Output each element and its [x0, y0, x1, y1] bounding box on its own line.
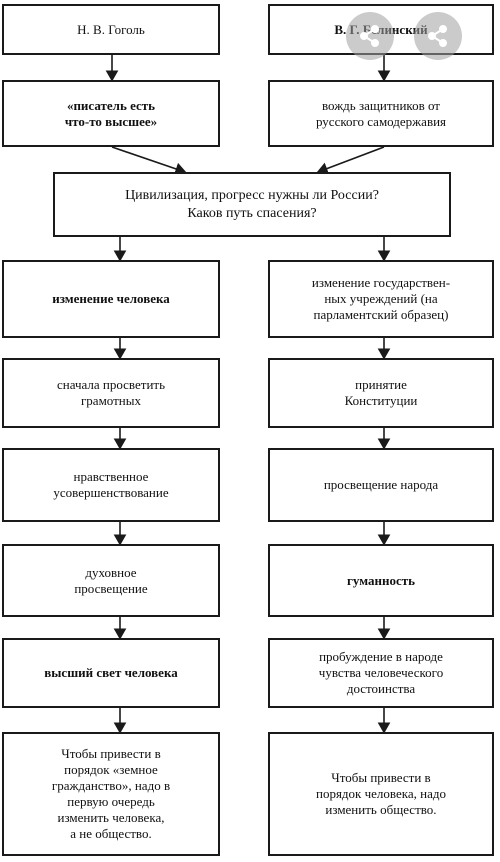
right-step-3-box: просвещение народа: [268, 448, 494, 522]
left-step-5-text: высший свет человека: [44, 665, 178, 680]
right-step-1-box: изменение государствен- ных учреждений (…: [268, 260, 494, 338]
left-step-2-text: сначала просветить грамотных: [56, 377, 166, 408]
left-step-4-box: духовное просвещение: [2, 544, 220, 617]
right-quote-text: вождь защитников от русского самодержави…: [315, 97, 447, 129]
central-question-text: Цивилизация, прогресс нужны ли России? К…: [125, 187, 379, 221]
central-question-box: Цивилизация, прогресс нужны ли России? К…: [53, 172, 451, 237]
share-icon: [360, 25, 379, 47]
share-button-2[interactable]: [414, 12, 462, 60]
left-author-text: Н. В. Гоголь: [77, 21, 145, 37]
left-author-box: Н. В. Гоголь: [2, 4, 220, 55]
right-step-4-text: гуманность: [346, 572, 415, 588]
left-step-1-box: изменение человека: [2, 260, 220, 338]
left-quote-box: «писатель есть что-то высшее»: [2, 80, 220, 147]
right-step-5-text: пробуждение в народе чувства человеческо…: [318, 649, 444, 696]
left-step-1-text: изменение человека: [52, 291, 170, 306]
share-icon: [428, 25, 447, 47]
arrow-right-quote-question: [316, 146, 385, 175]
right-step-5-box: пробуждение в народе чувства человеческо…: [268, 638, 494, 708]
left-step-3-text: нравственное усовершенствование: [53, 469, 169, 500]
right-step-2-box: принятие Конституции: [268, 358, 494, 428]
arrow-left-quote-question: [111, 146, 187, 175]
right-quote-box: вождь защитников от русского самодержави…: [268, 80, 494, 147]
left-conclusion-text: Чтобы привести в порядок «земное граждан…: [51, 746, 171, 841]
right-step-2-text: принятие Конституции: [344, 377, 418, 408]
left-step-5-box: высший свет человека: [2, 638, 220, 708]
left-quote-text: «писатель есть что-то высшее»: [64, 97, 158, 129]
right-step-3-text: просвещение народа: [323, 477, 439, 492]
right-step-1-text: изменение государствен- ных учреждений (…: [311, 275, 451, 322]
right-step-4-box: гуманность: [268, 544, 494, 617]
right-conclusion-box: Чтобы привести в порядок человека, надо …: [268, 732, 494, 856]
right-conclusion-text: Чтобы привести в порядок человека, надо …: [316, 770, 446, 817]
left-step-2-box: сначала просветить грамотных: [2, 358, 220, 428]
left-conclusion-box: Чтобы привести в порядок «земное граждан…: [2, 732, 220, 856]
share-button-1[interactable]: [346, 12, 394, 60]
left-step-3-box: нравственное усовершенствование: [2, 448, 220, 522]
left-step-4-text: духовное просвещение: [74, 564, 148, 596]
